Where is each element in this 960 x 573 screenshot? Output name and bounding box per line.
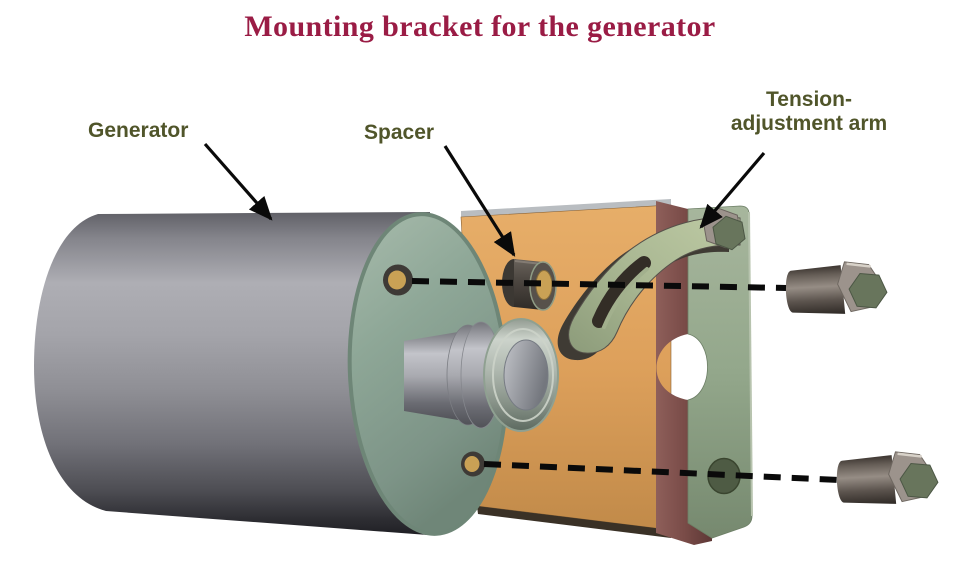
hex-bolt-lower [834,448,941,509]
arrow-spacer [443,145,516,257]
label-tension-line2: adjustment arm [730,112,888,136]
label-tension-line1: Tension- [766,88,852,111]
generator-assembly [34,212,559,536]
arrow-tension [699,151,766,229]
leader-arrows [203,142,766,257]
bolt-shank [785,265,846,314]
alignment-lines [411,278,841,483]
generator-shaft [404,318,559,432]
mounting-hole-lower-bore [464,456,480,472]
label-spacer: Spacer [364,121,435,144]
shaft-cap-rim [492,328,554,422]
arm-top-face [568,216,741,354]
mounting-hole-upper [383,264,413,296]
flange-right-edge-highlight [748,211,753,517]
shaft-cap-recess [503,339,549,411]
arm-slot-inner-highlight [602,267,649,329]
label-generator: Generator [88,119,189,142]
mounting-hole-upper-bore [388,270,406,290]
figure-title: Mounting bracket for the generator [244,10,716,43]
bolt-head-face [848,272,888,309]
arm-slot [592,256,651,328]
generator-cylinder [34,212,430,535]
hex-bolt-upper [785,261,888,314]
label-tension-adjustment-arm: Tension- adjustment arm [700,88,918,136]
alignment-dash-lower [483,461,841,483]
arrow-generator [203,142,273,221]
alignment-dash-upper [411,278,787,291]
bracket-bottom-edge [477,506,671,538]
bolt-head-highlight [846,262,871,268]
mounting-hole-lower [461,451,485,477]
